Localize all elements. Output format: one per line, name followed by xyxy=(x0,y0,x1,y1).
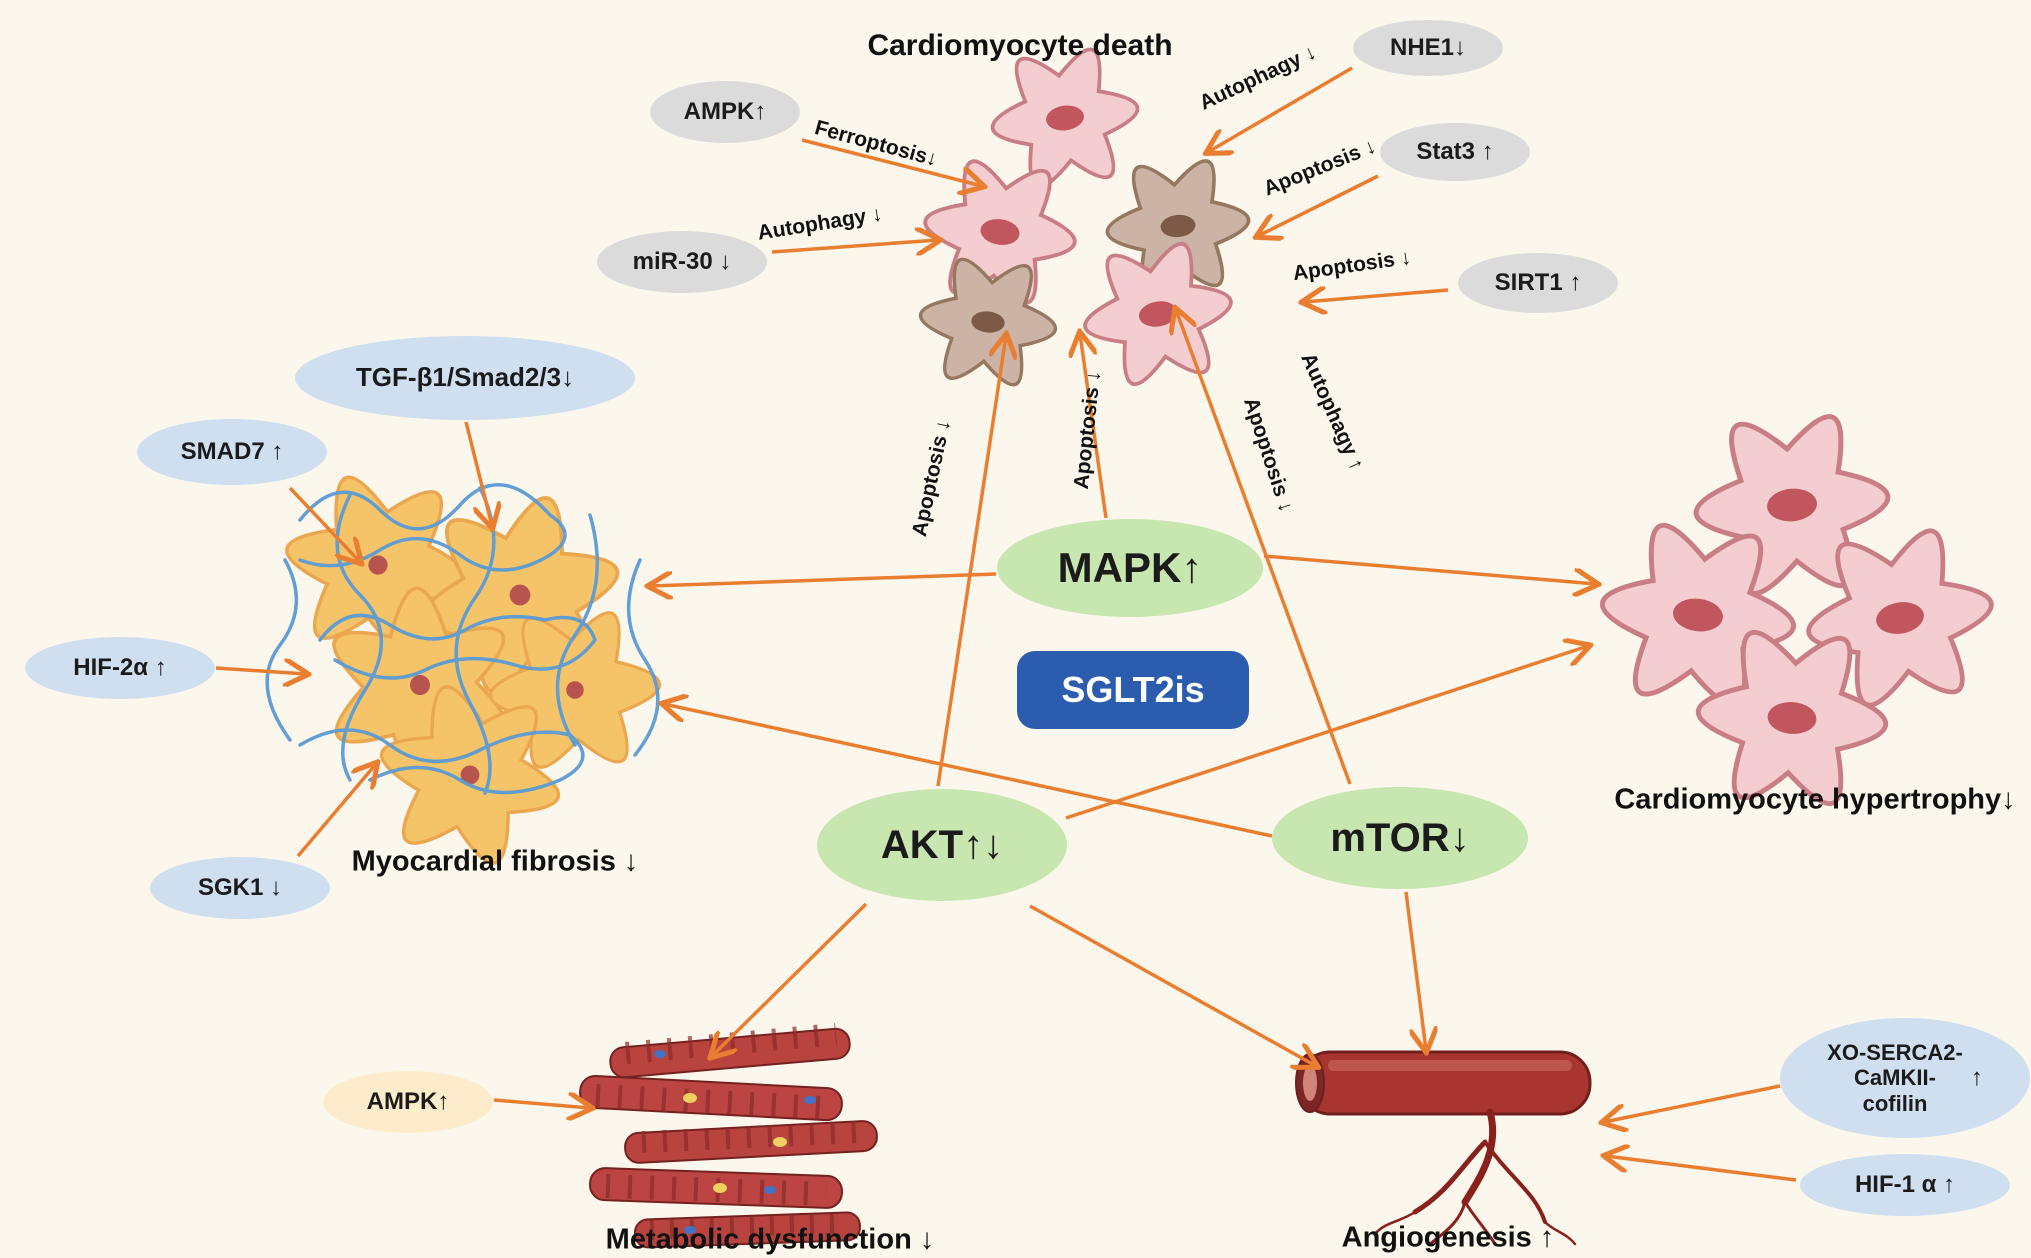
arrow-mapk-to-death xyxy=(1080,334,1108,519)
arrow-mapk-to-fibrosis xyxy=(650,574,997,586)
arrow-ampk-to-metabolic xyxy=(493,1100,590,1108)
node-akt: AKT↑↓ xyxy=(817,789,1067,901)
arrow-xo-to-angiogenesis xyxy=(1604,1084,1781,1122)
node-mtor: mTOR↓ xyxy=(1272,787,1528,889)
arrow-mtor-to-angiogenesis xyxy=(1404,891,1426,1050)
label-cardiomyocyte-death: Cardiomyocyte death xyxy=(867,29,1173,62)
arrow-sgk1-to-fibrosis xyxy=(296,764,376,858)
node-stat3: Stat3 ↑ xyxy=(1380,123,1530,181)
arrow-mapk-to-hypertrophy xyxy=(1263,554,1596,584)
arrow-akt-to-metabolic xyxy=(712,902,868,1056)
arrow-mtor-to-death xyxy=(1176,310,1352,785)
arrow-hif1a-to-angiogenesis xyxy=(1606,1156,1797,1182)
node-mir30: miR-30 ↓ xyxy=(597,231,767,293)
node-sgk1: SGK1 ↓ xyxy=(150,857,330,919)
xo-line-1: XO-SERCA2- xyxy=(1827,1040,1963,1066)
node-sirt1: SIRT1 ↑ xyxy=(1458,253,1618,313)
arrows-layer xyxy=(215,66,1797,1182)
arrow-nhe1-to-death xyxy=(1208,66,1353,152)
label-cardiomyocyte-hypertrophy: Cardiomyocyte hypertrophy↓ xyxy=(1614,783,2016,816)
arrow-hif2a-to-fibrosis xyxy=(215,668,306,674)
myocardial-fibrosis-illustration xyxy=(265,466,667,877)
node-mapk: MAPK↑ xyxy=(997,519,1263,617)
metabolite-dots xyxy=(654,1050,816,1234)
arrow-smad7-to-fibrosis xyxy=(288,486,360,562)
arrow-akt-to-angiogenesis xyxy=(1029,904,1316,1066)
arrow-tgf-to-fibrosis xyxy=(464,421,492,526)
node-nhe1: NHE1↓ xyxy=(1353,20,1503,76)
xo-up-arrow: ↑ xyxy=(1970,1064,1983,1092)
arrow-mtor-to-fibrosis xyxy=(664,704,1273,838)
arrow-mir30-to-death xyxy=(771,240,938,252)
node-xo-serca2: XO-SERCA2- CaMKII- cofilin ↑ xyxy=(1780,1018,2030,1138)
arrow-ampk-to-death xyxy=(801,138,982,186)
node-ampk-top: AMPK↑ xyxy=(650,81,800,143)
arrow-akt-to-death xyxy=(936,336,1006,787)
cardiomyocyte-hypertrophy-cells-illustration xyxy=(1592,412,2004,807)
label-myocardial-fibrosis: Myocardial fibrosis ↓ xyxy=(351,845,639,878)
vessel-branches xyxy=(1373,1108,1577,1246)
arrow-sirt1-to-death xyxy=(1304,290,1449,302)
arrow-stat3-to-death xyxy=(1258,174,1379,236)
node-hif2a: HIF-2α ↑ xyxy=(25,637,215,699)
xo-line-2: CaMKII- xyxy=(1854,1065,1936,1091)
metabolic-dysfunction-illustration xyxy=(579,1023,878,1249)
node-hif1a: HIF-1 α ↑ xyxy=(1800,1154,2010,1216)
xo-line-3: cofilin xyxy=(1862,1090,1928,1116)
arrow-akt-to-hypertrophy xyxy=(1065,646,1588,820)
node-ampk-bottom: AMPK↑ xyxy=(323,1071,493,1133)
node-sglt2is: SGLT2is xyxy=(1017,651,1249,729)
label-angiogenesis: Angiogenesis ↑ xyxy=(1341,1221,1555,1254)
angiogenesis-vessel-illustration xyxy=(1295,1050,1592,1246)
node-tgf-smad: TGF-β1/Smad2/3↓ xyxy=(295,336,635,420)
node-smad7: SMAD7 ↑ xyxy=(137,419,327,485)
label-metabolic-dysfunction: Metabolic dysfunction ↓ xyxy=(605,1223,935,1256)
